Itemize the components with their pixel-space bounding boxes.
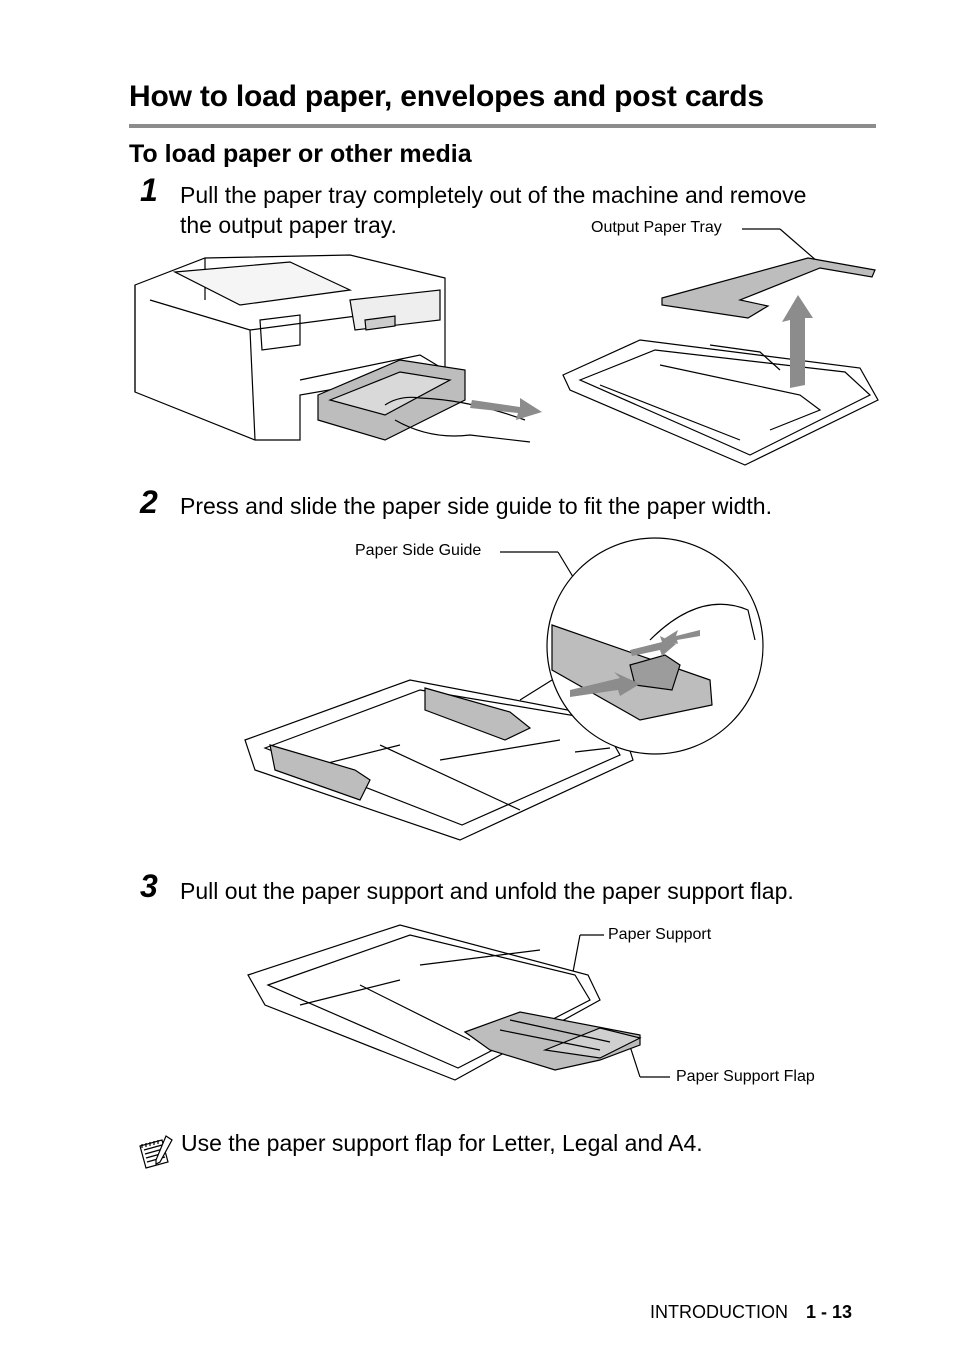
output-tray-icon [661,257,876,319]
side-guide-right [424,687,532,741]
callout-output-paper-tray: Output Paper Tray [591,219,722,236]
footer-section: INTRODUCTION [650,1302,788,1322]
note-text: Use the paper support flap for Letter, L… [181,1130,703,1156]
step-3-number: 3 [140,868,158,904]
step-1-illustration [134,228,879,466]
note-pad-icon [139,1135,173,1169]
lift-arrow-icon [782,295,813,388]
title-rule [129,124,876,128]
step-1-line-1: Pull the paper tray completely out of th… [180,182,807,208]
step-2-illustration [244,537,764,841]
slide-arrow-icon [570,672,640,697]
footer-page-number: 1 - 13 [806,1302,853,1322]
side-guide-left [269,744,371,801]
paper-tray-icon [244,679,634,841]
printer-icon [134,254,531,443]
step-1-number: 1 [140,172,158,208]
step-3-text: Pull out the paper support and unfold th… [180,878,794,904]
callout-paper-support: Paper Support [608,926,712,943]
step-1-text: Pull the paper tray completely out of th… [180,180,806,240]
section-heading: To load paper or other media [129,140,472,168]
pull-arrow-icon [470,398,542,420]
step-3-illustration [247,924,670,1081]
callout-paper-support-flap: Paper Support Flap [676,1068,815,1085]
step-1-line-2: the output paper tray. [180,212,397,238]
step-2-text: Press and slide the paper side guide to … [180,493,772,519]
page-title: How to load paper, envelopes and post ca… [129,80,764,113]
footer: INTRODUCTION 1 - 13 [650,1302,852,1323]
callout-paper-side-guide: Paper Side Guide [355,542,482,559]
step-2-number: 2 [140,484,158,520]
